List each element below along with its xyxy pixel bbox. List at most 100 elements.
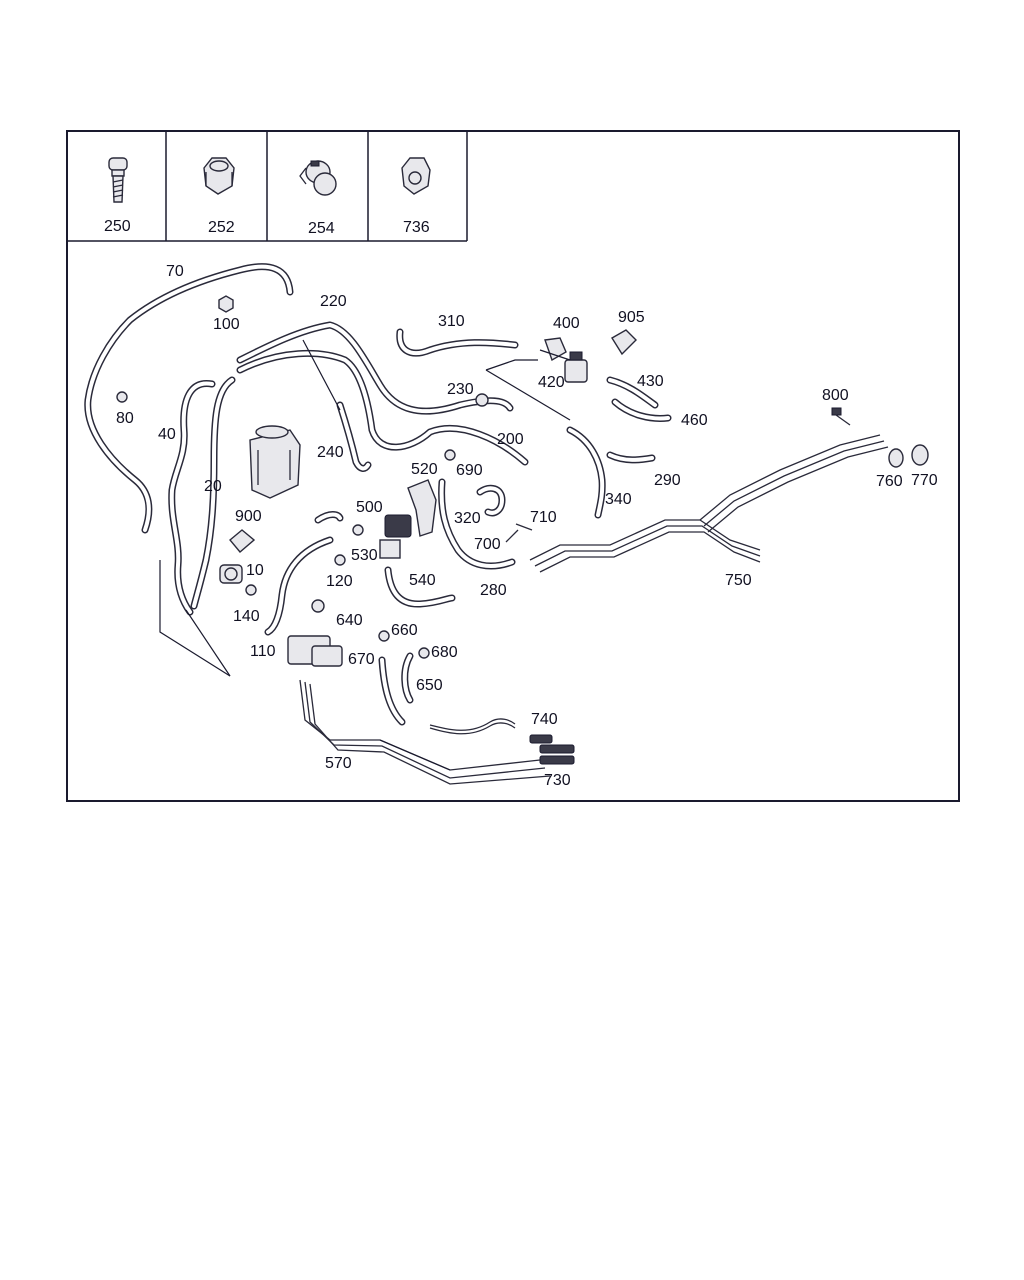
clip-140	[245, 584, 257, 596]
callout-570: 570	[325, 755, 352, 772]
hose-320	[438, 478, 516, 570]
hose-110	[264, 511, 344, 636]
expansion-tank	[249, 425, 301, 499]
callout-80: 80	[116, 410, 134, 427]
hose-20	[190, 376, 236, 610]
callout-280: 280	[480, 582, 507, 599]
label-tag-905	[611, 329, 637, 356]
clip-120	[334, 554, 346, 566]
header-part-number: 252	[208, 219, 235, 236]
callout-400: 400	[553, 315, 580, 332]
clip-690	[444, 449, 456, 461]
valve-400	[544, 337, 567, 362]
clip-700	[505, 529, 519, 543]
callout-310: 310	[438, 313, 465, 330]
valve-420	[564, 351, 588, 383]
line-740	[429, 718, 516, 735]
header-part-number: 736	[403, 219, 430, 236]
callout-530: 530	[351, 547, 378, 564]
header-parts-box	[67, 131, 468, 242]
nut-icon	[203, 157, 235, 195]
diagram-frame	[66, 130, 960, 802]
callout-680: 680	[431, 644, 458, 661]
bolt-icon	[108, 157, 128, 203]
connector-740	[529, 734, 553, 744]
callout-20: 20	[204, 478, 222, 495]
hose-670	[378, 656, 406, 726]
callout-800: 800	[822, 387, 849, 404]
callout-500: 500	[356, 499, 383, 516]
valve-500	[379, 514, 412, 559]
hose-650	[401, 652, 414, 704]
hose-280	[476, 484, 506, 517]
callout-200: 200	[497, 431, 524, 448]
callout-110: 110	[250, 643, 276, 660]
callout-320: 320	[454, 510, 481, 527]
bolt-800	[831, 407, 851, 426]
callout-540: 540	[409, 572, 436, 589]
hose-290	[566, 426, 656, 519]
header-part-number: 254	[308, 220, 335, 237]
callout-750: 750	[725, 572, 752, 589]
callout-10: 10	[246, 562, 264, 579]
callout-640: 640	[336, 612, 363, 629]
callout-220: 220	[320, 293, 347, 310]
connector-730	[539, 744, 575, 765]
hose-200	[236, 350, 529, 466]
callout-290: 290	[654, 472, 681, 489]
callout-700: 700	[474, 536, 501, 553]
callout-660: 660	[391, 622, 418, 639]
clip-530	[352, 524, 364, 536]
header-part-number: 250	[104, 218, 131, 235]
callout-430: 430	[637, 373, 664, 390]
hose-220	[236, 321, 514, 415]
bracket-520	[407, 479, 437, 537]
callout-650: 650	[416, 677, 443, 694]
hose-240	[336, 401, 372, 472]
o-ring-770	[911, 444, 929, 466]
callout-100: 100	[213, 316, 240, 333]
pump-10	[219, 564, 243, 584]
clip-660	[378, 630, 390, 642]
clip-icon	[299, 160, 337, 196]
clip-230	[475, 393, 489, 407]
clip-80	[116, 391, 128, 403]
callout-670: 670	[348, 651, 375, 668]
clip-640	[311, 599, 325, 613]
collar-nut-icon	[401, 157, 431, 195]
hose-540	[384, 566, 456, 608]
callout-140: 140	[233, 608, 260, 625]
callout-520: 520	[411, 461, 438, 478]
callout-120: 120	[326, 573, 353, 590]
callout-770: 770	[911, 472, 938, 489]
callout-760: 760	[876, 473, 903, 490]
hose-430	[606, 376, 659, 409]
callout-900: 900	[235, 508, 262, 525]
label-tag-900	[229, 529, 256, 553]
clip-710	[515, 523, 533, 531]
callout-740: 740	[531, 711, 558, 728]
callout-730: 730	[544, 772, 571, 789]
clip-680	[418, 647, 430, 659]
pipe-750	[529, 434, 889, 573]
callout-70: 70	[166, 263, 184, 280]
callout-905: 905	[618, 309, 645, 326]
hose-70	[84, 263, 294, 534]
o-ring-760	[888, 448, 904, 468]
manifold-570	[287, 635, 343, 667]
hose-460	[611, 398, 672, 422]
callout-230: 230	[447, 381, 474, 398]
callout-40: 40	[158, 426, 176, 443]
leader-lines	[159, 339, 571, 771]
pipe-570	[299, 679, 551, 785]
callout-340: 340	[605, 491, 632, 508]
callout-460: 460	[681, 412, 708, 429]
hose-310	[396, 328, 519, 357]
callout-420: 420	[538, 374, 565, 391]
callout-710: 710	[530, 509, 557, 526]
callout-690: 690	[456, 462, 483, 479]
hose-40	[168, 380, 216, 616]
callout-240: 240	[317, 444, 344, 461]
nut-100	[218, 295, 234, 313]
